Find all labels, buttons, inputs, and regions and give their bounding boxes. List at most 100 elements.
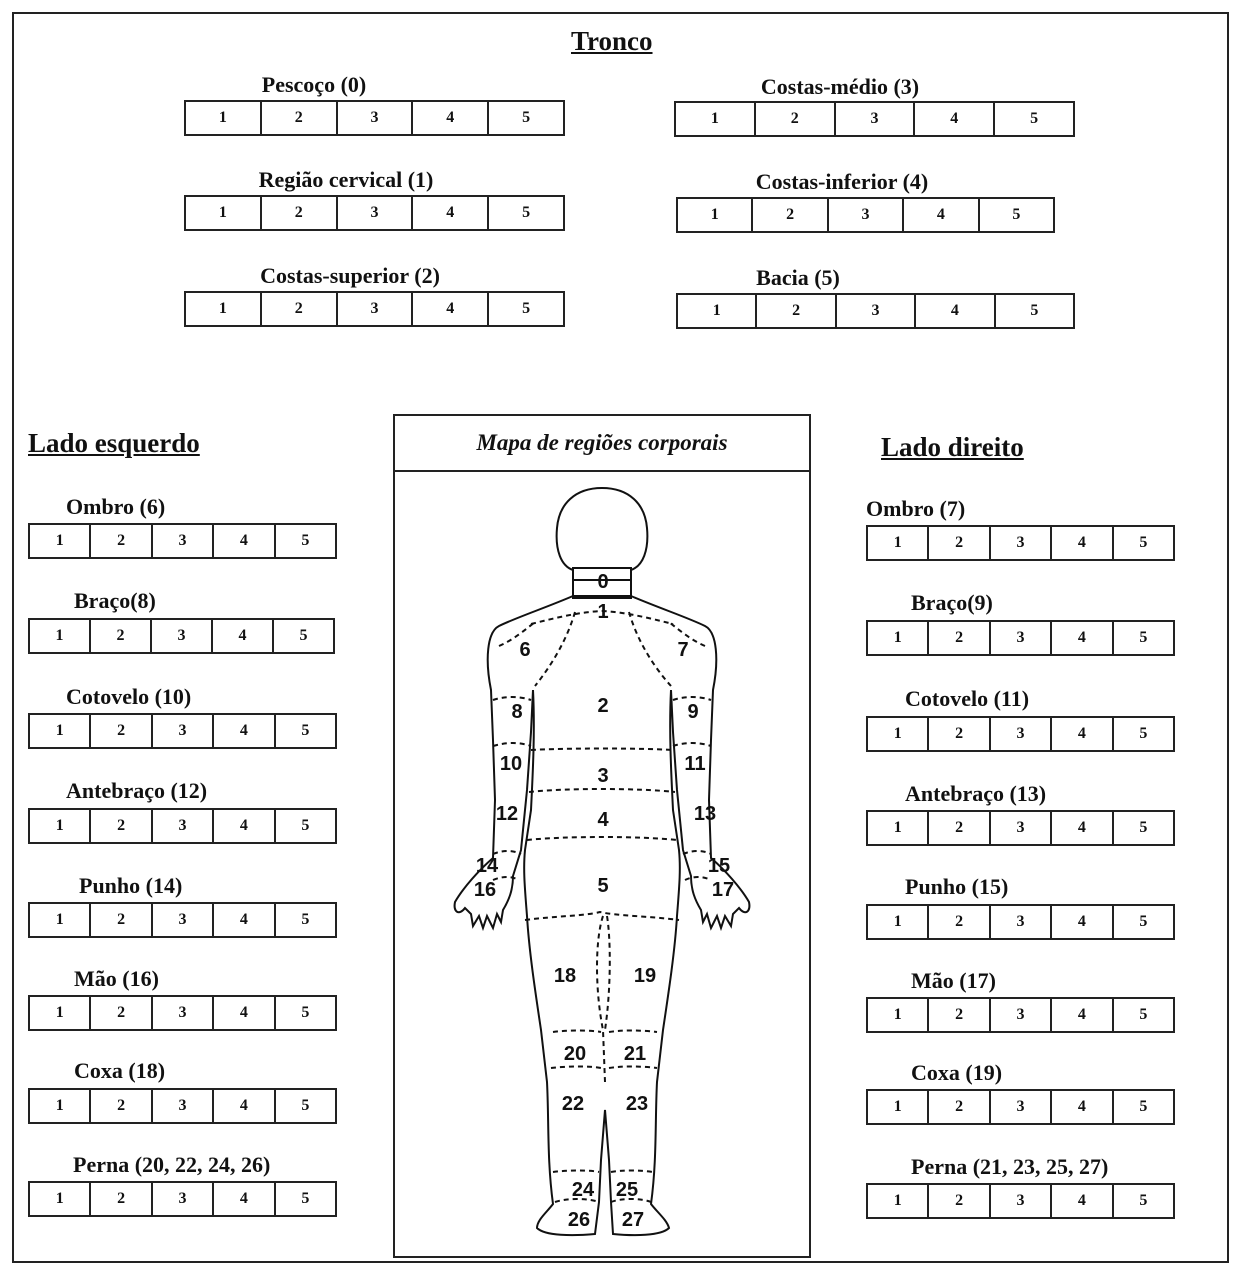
rating-option-5[interactable]: 5 bbox=[1112, 622, 1173, 654]
rating-option-1[interactable]: 1 bbox=[868, 1185, 927, 1217]
rating-option-4[interactable]: 4 bbox=[212, 1183, 273, 1215]
rating-option-5[interactable]: 5 bbox=[1112, 718, 1173, 750]
rating-option-1[interactable]: 1 bbox=[30, 1090, 89, 1122]
rating-option-3[interactable]: 3 bbox=[151, 1183, 212, 1215]
rating-option-3[interactable]: 3 bbox=[336, 197, 412, 229]
rating-option-5[interactable]: 5 bbox=[487, 293, 563, 325]
rating-option-1[interactable]: 1 bbox=[186, 102, 260, 134]
rating-option-4[interactable]: 4 bbox=[1050, 999, 1111, 1031]
rating-option-4[interactable]: 4 bbox=[212, 525, 273, 557]
rating-option-1[interactable]: 1 bbox=[678, 295, 755, 327]
rating-option-1[interactable]: 1 bbox=[676, 103, 754, 135]
rating-option-1[interactable]: 1 bbox=[868, 812, 927, 844]
rating-option-5[interactable]: 5 bbox=[274, 904, 335, 936]
rating-option-1[interactable]: 1 bbox=[30, 620, 89, 652]
rating-option-1[interactable]: 1 bbox=[30, 810, 89, 842]
rating-option-3[interactable]: 3 bbox=[989, 622, 1050, 654]
rating-option-5[interactable]: 5 bbox=[274, 810, 335, 842]
rating-option-5[interactable]: 5 bbox=[274, 715, 335, 747]
rating-option-2[interactable]: 2 bbox=[927, 1091, 988, 1123]
rating-option-5[interactable]: 5 bbox=[274, 1183, 335, 1215]
rating-option-5[interactable]: 5 bbox=[274, 525, 335, 557]
rating-option-3[interactable]: 3 bbox=[336, 102, 412, 134]
rating-option-4[interactable]: 4 bbox=[914, 295, 993, 327]
rating-option-3[interactable]: 3 bbox=[151, 525, 212, 557]
rating-option-1[interactable]: 1 bbox=[30, 904, 89, 936]
rating-option-3[interactable]: 3 bbox=[834, 103, 914, 135]
rating-option-1[interactable]: 1 bbox=[678, 199, 751, 231]
rating-option-1[interactable]: 1 bbox=[868, 906, 927, 938]
rating-option-5[interactable]: 5 bbox=[1112, 1091, 1173, 1123]
rating-option-1[interactable]: 1 bbox=[30, 997, 89, 1029]
rating-option-1[interactable]: 1 bbox=[868, 527, 927, 559]
rating-option-3[interactable]: 3 bbox=[989, 999, 1050, 1031]
rating-option-5[interactable]: 5 bbox=[993, 103, 1073, 135]
rating-option-4[interactable]: 4 bbox=[411, 197, 487, 229]
rating-option-4[interactable]: 4 bbox=[1050, 906, 1111, 938]
rating-option-5[interactable]: 5 bbox=[487, 102, 563, 134]
rating-option-2[interactable]: 2 bbox=[260, 197, 336, 229]
rating-option-3[interactable]: 3 bbox=[989, 812, 1050, 844]
rating-option-2[interactable]: 2 bbox=[89, 810, 150, 842]
rating-option-2[interactable]: 2 bbox=[927, 812, 988, 844]
rating-option-5[interactable]: 5 bbox=[1112, 812, 1173, 844]
rating-option-3[interactable]: 3 bbox=[989, 1185, 1050, 1217]
rating-option-2[interactable]: 2 bbox=[89, 1183, 150, 1215]
rating-option-4[interactable]: 4 bbox=[1050, 622, 1111, 654]
rating-option-2[interactable]: 2 bbox=[89, 715, 150, 747]
rating-option-4[interactable]: 4 bbox=[212, 715, 273, 747]
rating-option-3[interactable]: 3 bbox=[151, 997, 212, 1029]
rating-option-4[interactable]: 4 bbox=[212, 1090, 273, 1122]
rating-option-4[interactable]: 4 bbox=[212, 997, 273, 1029]
rating-option-3[interactable]: 3 bbox=[989, 718, 1050, 750]
rating-option-5[interactable]: 5 bbox=[1112, 527, 1173, 559]
rating-option-4[interactable]: 4 bbox=[1050, 718, 1111, 750]
rating-option-5[interactable]: 5 bbox=[274, 997, 335, 1029]
rating-option-2[interactable]: 2 bbox=[89, 525, 150, 557]
rating-option-4[interactable]: 4 bbox=[411, 102, 487, 134]
rating-option-2[interactable]: 2 bbox=[927, 906, 988, 938]
rating-option-3[interactable]: 3 bbox=[151, 1090, 212, 1122]
rating-option-1[interactable]: 1 bbox=[868, 1091, 927, 1123]
rating-option-5[interactable]: 5 bbox=[274, 1090, 335, 1122]
rating-option-2[interactable]: 2 bbox=[755, 295, 834, 327]
rating-option-3[interactable]: 3 bbox=[989, 1091, 1050, 1123]
rating-option-2[interactable]: 2 bbox=[89, 1090, 150, 1122]
rating-option-1[interactable]: 1 bbox=[868, 999, 927, 1031]
rating-option-2[interactable]: 2 bbox=[927, 999, 988, 1031]
rating-option-3[interactable]: 3 bbox=[989, 906, 1050, 938]
rating-option-5[interactable]: 5 bbox=[1112, 1185, 1173, 1217]
rating-option-1[interactable]: 1 bbox=[30, 1183, 89, 1215]
rating-option-2[interactable]: 2 bbox=[260, 293, 336, 325]
rating-option-4[interactable]: 4 bbox=[913, 103, 993, 135]
rating-option-2[interactable]: 2 bbox=[927, 718, 988, 750]
rating-option-4[interactable]: 4 bbox=[411, 293, 487, 325]
rating-option-5[interactable]: 5 bbox=[1112, 906, 1173, 938]
rating-option-4[interactable]: 4 bbox=[1050, 1185, 1111, 1217]
rating-option-4[interactable]: 4 bbox=[212, 810, 273, 842]
rating-option-1[interactable]: 1 bbox=[186, 197, 260, 229]
rating-option-2[interactable]: 2 bbox=[89, 904, 150, 936]
rating-option-4[interactable]: 4 bbox=[902, 199, 977, 231]
rating-option-5[interactable]: 5 bbox=[272, 620, 333, 652]
rating-option-3[interactable]: 3 bbox=[150, 620, 211, 652]
rating-option-5[interactable]: 5 bbox=[978, 199, 1053, 231]
rating-option-3[interactable]: 3 bbox=[151, 904, 212, 936]
rating-option-5[interactable]: 5 bbox=[1112, 999, 1173, 1031]
rating-option-1[interactable]: 1 bbox=[868, 718, 927, 750]
rating-option-4[interactable]: 4 bbox=[1050, 812, 1111, 844]
rating-option-3[interactable]: 3 bbox=[835, 295, 914, 327]
rating-option-2[interactable]: 2 bbox=[927, 527, 988, 559]
rating-option-5[interactable]: 5 bbox=[994, 295, 1073, 327]
rating-option-4[interactable]: 4 bbox=[211, 620, 272, 652]
rating-option-2[interactable]: 2 bbox=[927, 1185, 988, 1217]
rating-option-2[interactable]: 2 bbox=[927, 622, 988, 654]
rating-option-1[interactable]: 1 bbox=[30, 715, 89, 747]
rating-option-2[interactable]: 2 bbox=[89, 997, 150, 1029]
rating-option-2[interactable]: 2 bbox=[751, 199, 826, 231]
rating-option-3[interactable]: 3 bbox=[827, 199, 902, 231]
rating-option-1[interactable]: 1 bbox=[30, 525, 89, 557]
rating-option-1[interactable]: 1 bbox=[186, 293, 260, 325]
rating-option-4[interactable]: 4 bbox=[1050, 1091, 1111, 1123]
rating-option-3[interactable]: 3 bbox=[151, 715, 212, 747]
